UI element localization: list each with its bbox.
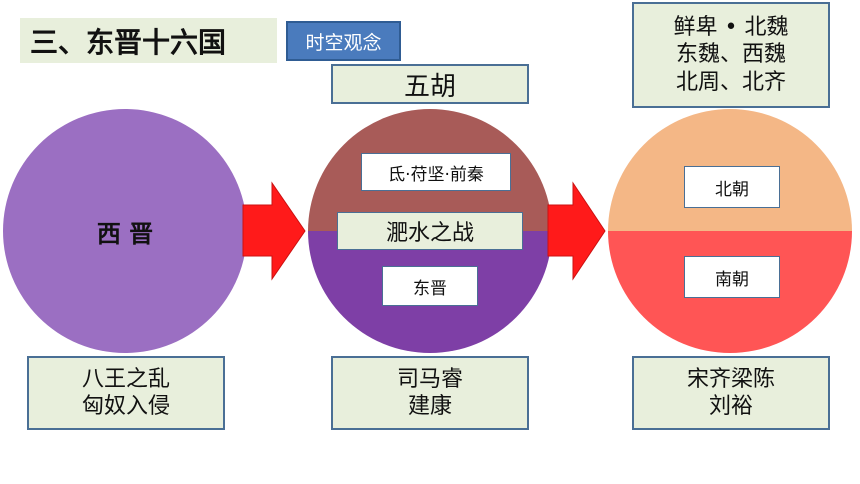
southern-dynasty-label: 南朝 [684,256,780,298]
sima-rui-line-2: 建康 [407,394,452,419]
eight-princes-box: 八王之乱 匈奴入侵 [27,356,225,430]
western-jin-circle [3,109,247,353]
eight-princes-line-1: 八王之乱 [81,366,170,392]
northern-line-3: 北周、北齐 [675,69,786,95]
eastern-jin-label: 东晋 [382,266,478,306]
feishui-battle-label: 淝水之战 [337,212,523,250]
southern-line-1: 宋齐梁陈 [686,366,775,392]
sima-rui-box: 司马睿 建康 [331,356,529,430]
concept-tag: 时空观念 [286,21,401,61]
sima-rui-line-1: 司马睿 [396,366,463,392]
northern-dynasties-box: 鲜卑 • 北魏 东魏、西魏 北周、北齐 [632,2,830,108]
eight-princes-line-2: 匈奴入侵 [81,394,170,419]
arrow-2 [547,181,606,281]
southern-line-2: 刘裕 [708,394,753,419]
northern-dynasty-label: 北朝 [684,166,780,208]
page-title: 三、东晋十六国 [20,18,277,63]
southern-dynasties-box: 宋齐梁陈 刘裕 [632,356,830,430]
northern-line-1: 鲜卑 • 北魏 [673,14,789,40]
arrow-1 [242,181,306,281]
northern-line-2: 东魏、西魏 [675,42,786,68]
former-qin-label: 氐·苻坚·前秦 [361,153,511,191]
five-hu-box: 五胡 [331,64,529,104]
western-jin-label: 西 晋 [96,219,154,248]
